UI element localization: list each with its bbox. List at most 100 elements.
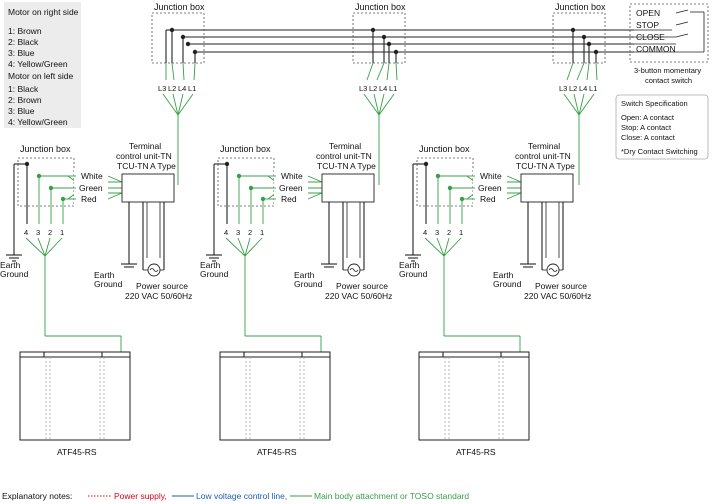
spec-item: Open: A contact <box>621 113 675 122</box>
top-junction-pin: L3 <box>359 84 367 93</box>
earth-ground-label: Earth <box>399 260 420 270</box>
unit-pin: 1 <box>260 228 264 237</box>
unit-earth-label: Ground <box>94 279 123 289</box>
top-junction-pin: L3 <box>158 84 166 93</box>
legend-left-title: Motor on left side <box>8 71 73 81</box>
momentary-switch: OPEN STOP CLOSE COMMON 3-button momentar… <box>629 3 709 85</box>
spec-item: Close: A contact <box>621 133 676 142</box>
control-bus-lines <box>172 29 634 53</box>
top-junction-label: Junction box <box>154 2 205 12</box>
spec-item: Stop: A contact <box>621 123 672 132</box>
unit-earth-label: Ground <box>294 279 323 289</box>
wire-label-white: White <box>81 171 103 181</box>
switch-label-stop: STOP <box>636 20 659 30</box>
atf45-motor <box>19 351 131 441</box>
spec-title: Switch Specification <box>621 99 688 108</box>
top-junction-pin: L4 <box>178 84 186 93</box>
terminal-control-unit <box>121 173 175 203</box>
top-junction-pin: L4 <box>379 84 387 93</box>
terminal-title: control unit-TN <box>316 151 372 161</box>
unit-junction-label: Junction box <box>220 144 271 154</box>
wire-label-white: White <box>281 171 303 181</box>
motor-color-legend: Motor on right side 1: Brown 2: Black 3:… <box>4 2 81 128</box>
legend-left-item: 3: Blue <box>8 106 35 116</box>
unit-pin: 2 <box>48 228 52 237</box>
top-junction-pin: L2 <box>569 84 577 93</box>
drive-unit: Junction box Earth Ground White <box>200 141 392 457</box>
power-source-label: Power source <box>136 281 188 291</box>
unit-pin: 3 <box>236 228 240 237</box>
top-junction-pin: L2 <box>369 84 377 93</box>
legend-right-item: 4: Yellow/Green <box>8 59 68 69</box>
unit-junction-label: Junction box <box>20 144 71 154</box>
unit-pin: 2 <box>248 228 252 237</box>
top-junction-pin: L1 <box>389 84 397 93</box>
switch-specification: Switch Specification Open: A contact Sto… <box>615 94 709 160</box>
unit-pin: 2 <box>447 228 451 237</box>
unit-pin: 4 <box>224 228 228 237</box>
terminal-type: A Type <box>549 161 575 171</box>
wire-label-green: Green <box>478 183 502 193</box>
unit-pin: 3 <box>36 228 40 237</box>
earth-ground-label: Ground <box>200 269 229 279</box>
terminal-type: A Type <box>350 161 376 171</box>
unit-earth-label: Earth <box>493 270 514 280</box>
top-junction-pin: L2 <box>168 84 176 93</box>
top-junction-box: Junction box L3 L2 L4 L1 <box>352 2 406 185</box>
switch-label-open: OPEN <box>636 8 660 18</box>
terminal-title: Terminal <box>129 141 161 151</box>
note-control-line: Low voltage control line, <box>196 491 287 501</box>
power-source-rating: 220 VAC 50/60Hz <box>325 291 392 301</box>
legend-right-item: 1: Brown <box>8 26 42 36</box>
wire-label-red: Red <box>480 194 496 204</box>
spec-item: *Dry Contact Switching <box>621 147 698 156</box>
motor-label: ATF45-RS <box>57 447 97 457</box>
power-source-label: Power source <box>535 281 587 291</box>
earth-ground-label: Earth <box>0 260 21 270</box>
top-junction-label: Junction box <box>355 2 406 12</box>
wire-label-green: Green <box>79 183 103 193</box>
terminal-title: control unit-TN <box>116 151 172 161</box>
top-junction-pin: L4 <box>579 84 587 93</box>
terminal-control-unit <box>520 173 574 203</box>
legend-left-item: 2: Brown <box>8 95 42 105</box>
power-source-label: Power source <box>336 281 388 291</box>
wire-label-red: Red <box>81 194 97 204</box>
drive-unit: Junction box Earth Ground White <box>0 141 192 457</box>
legend-right-title: Motor on right side <box>8 7 79 17</box>
unit-earth-label: Earth <box>94 270 115 280</box>
earth-ground-label: Ground <box>0 269 29 279</box>
unit-pin: 1 <box>459 228 463 237</box>
notes-prefix: Explanatory notes: <box>2 491 72 501</box>
top-junction-pin: L3 <box>559 84 567 93</box>
note-standard: Main body attachment or TOSO standard <box>314 491 469 501</box>
legend-left-item: 1: Black <box>8 84 39 94</box>
terminal-model: TCU-TN <box>516 161 548 171</box>
power-source-rating: 220 VAC 50/60Hz <box>524 291 591 301</box>
wire-label-red: Red <box>281 194 297 204</box>
unit-pin: 1 <box>60 228 64 237</box>
terminal-type: A Type <box>150 161 176 171</box>
terminal-title: Terminal <box>329 141 361 151</box>
unit-earth-label: Earth <box>294 270 315 280</box>
terminal-model: TCU-TN <box>117 161 149 171</box>
unit-pin: 4 <box>423 228 427 237</box>
top-junction-pin: L1 <box>589 84 597 93</box>
explanatory-notes: Explanatory notes: Power supply, Low vol… <box>2 491 469 501</box>
top-junction-box: Junction box L3 L2 L4 L1 <box>151 2 205 185</box>
unit-junction-label: Junction box <box>419 144 470 154</box>
power-source-rating: 220 VAC 50/60Hz <box>125 291 192 301</box>
drive-unit: Junction box Earth Ground White <box>399 141 591 457</box>
terminal-control-unit <box>321 173 375 203</box>
top-junction-box: Junction box L3 L2 L4 L1 <box>552 2 606 185</box>
terminal-title: Terminal <box>528 141 560 151</box>
switch-label-common: COMMON <box>636 44 676 54</box>
note-power-supply: Power supply, <box>114 491 167 501</box>
top-junction-label: Junction box <box>555 2 606 12</box>
unit-pin: 4 <box>24 228 28 237</box>
legend-left-item: 4: Yellow/Green <box>8 117 68 127</box>
terminal-model: TCU-TN <box>317 161 349 171</box>
earth-ground-label: Ground <box>399 269 428 279</box>
unit-pin: 3 <box>435 228 439 237</box>
